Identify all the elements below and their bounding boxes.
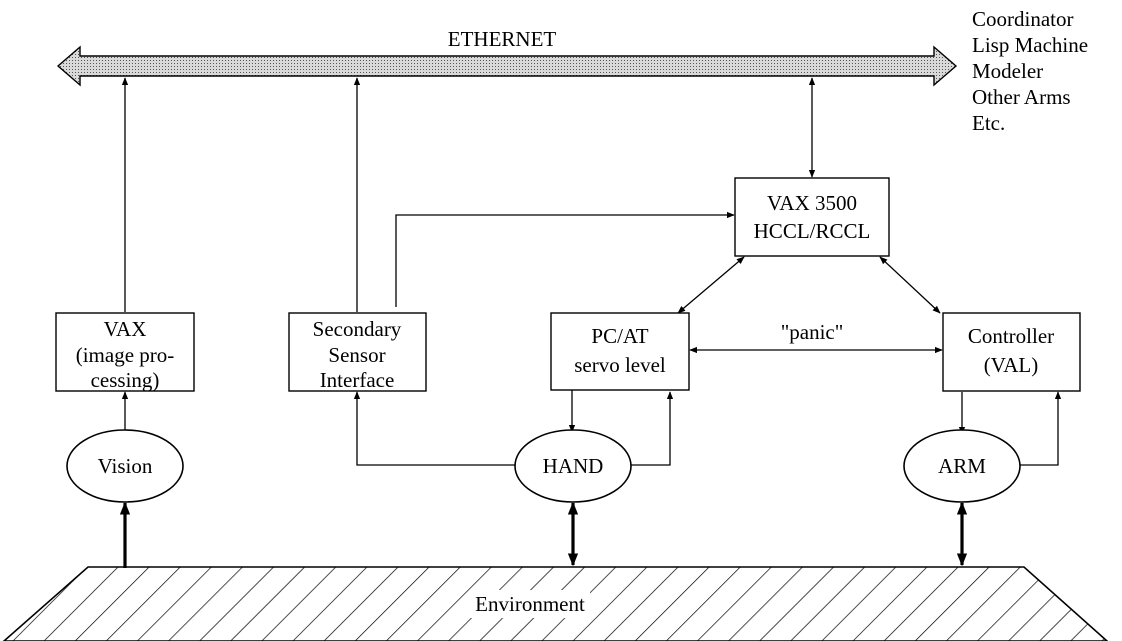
arm-ellipse: ARM [903, 429, 1021, 503]
ethernet-label: ETHERNET [448, 27, 557, 51]
side-item-modeler: Modeler [972, 59, 1043, 83]
vax-line-1: VAX [104, 317, 147, 341]
side-item-lisp-machine: Lisp Machine [972, 33, 1088, 57]
pcat-line-1: PC/AT [591, 324, 648, 348]
hand-to-pcat-arrow [630, 391, 674, 466]
arm-to-controller-arrow [1020, 391, 1062, 466]
side-item-coordinator: Coordinator [972, 7, 1073, 31]
hand-to-sensor-arrow [353, 391, 516, 466]
vax3500-controller-arrow [879, 256, 941, 314]
sensor-to-vax3500-arrow [395, 211, 735, 307]
sensor-line-2: Sensor [328, 343, 385, 367]
vax3500-line-2: HCCL/RCCL [754, 219, 871, 243]
vax-line-3: cessing) [91, 368, 160, 392]
ethernet-bus [56, 45, 958, 87]
pcat-box: PC/AT servo level [550, 312, 690, 391]
vax3500-line-1: VAX 3500 [767, 191, 857, 215]
vax-line-2: (image pro- [76, 343, 175, 367]
sensor-line-1: Secondary [313, 317, 402, 341]
controller-box: Controller (VAL) [942, 312, 1081, 392]
environment-block: Environment [2, 566, 1109, 641]
pcat-line-2: servo level [574, 353, 666, 377]
hand-label: HAND [543, 454, 604, 478]
vax-box: VAX (image pro- cessing) [55, 312, 195, 392]
vax3500-box: VAX 3500 HCCL/RCCL [734, 177, 890, 257]
controller-line-1: Controller [968, 324, 1054, 348]
vax3500-pcat-arrow [677, 256, 745, 314]
vision-label: Vision [98, 454, 153, 478]
vision-ellipse: Vision [66, 429, 184, 503]
sensor-line-3: Interface [320, 368, 395, 392]
ethernet-nodes-list: Coordinator Lisp Machine Modeler Other A… [972, 7, 1088, 135]
sensor-box: Secondary Sensor Interface [288, 312, 427, 392]
panic-label: "panic" [781, 320, 844, 344]
environment-label: Environment [475, 592, 585, 616]
side-item-etc: Etc. [972, 111, 1005, 135]
arm-label: ARM [938, 454, 986, 478]
controller-line-2: (VAL) [984, 353, 1038, 377]
hand-ellipse: HAND [514, 429, 632, 503]
side-item-other-arms: Other Arms [972, 85, 1071, 109]
